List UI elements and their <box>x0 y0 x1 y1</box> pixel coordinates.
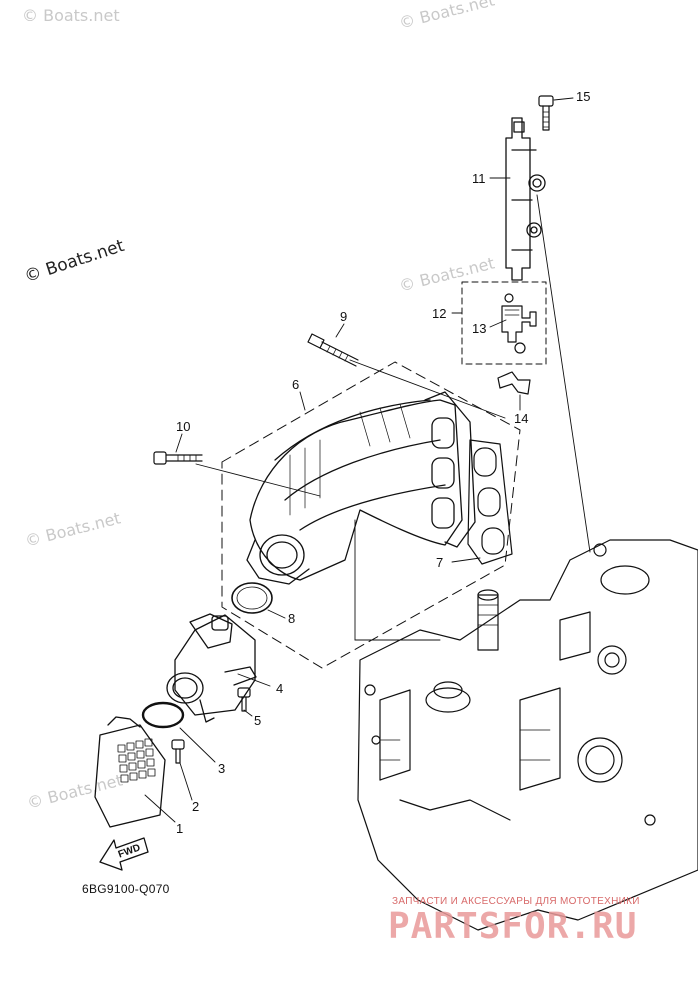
callout-9: 9 <box>340 309 348 324</box>
intake-manifold <box>246 391 476 585</box>
callout-3: 3 <box>218 761 226 776</box>
leader-lines <box>144 97 574 823</box>
fuel-rail <box>505 117 546 281</box>
o-ring-8 <box>231 582 273 614</box>
callout-14: 14 <box>514 411 529 426</box>
diagram-code: 6BG9100-Q070 <box>82 882 170 896</box>
manifold-gasket <box>467 439 513 565</box>
callout-5: 5 <box>254 713 262 728</box>
callout-4: 4 <box>276 681 284 696</box>
screw-5 <box>237 687 251 712</box>
callout-13: 13 <box>472 321 487 336</box>
partsfor-logo: PARTSFOR.RU <box>388 906 638 947</box>
bolt-10 <box>153 451 203 465</box>
callout-15: 15 <box>576 89 591 104</box>
engine-block <box>357 539 698 931</box>
injector-dashed-box <box>461 281 547 365</box>
alignment-lines <box>195 194 591 641</box>
throttle-body <box>166 613 257 723</box>
assembly-dashed-frame <box>221 361 521 669</box>
callout-7: 7 <box>436 555 444 570</box>
intake-silencer <box>94 716 166 828</box>
fuel-injector <box>501 293 537 354</box>
callout-10: 10 <box>176 419 191 434</box>
bolt-9 <box>307 333 359 367</box>
callout-1: 1 <box>176 821 184 836</box>
injector-clip <box>497 371 531 395</box>
watermark-top-left: © Boats.net <box>22 6 120 25</box>
bolt-15 <box>538 95 554 131</box>
callout-2: 2 <box>192 799 200 814</box>
callout-11: 11 <box>472 171 486 186</box>
promo-text: ЗАПЧАСТИ И АКСЕССУАРЫ ДЛЯ МОТОТЕХНИКИ <box>392 896 640 907</box>
callout-8: 8 <box>288 611 296 626</box>
screw-2 <box>171 739 185 764</box>
fwd-arrow-icon <box>99 837 149 871</box>
callout-12: 12 <box>432 306 447 321</box>
callout-6: 6 <box>292 377 300 392</box>
o-ring-3 <box>141 701 185 729</box>
